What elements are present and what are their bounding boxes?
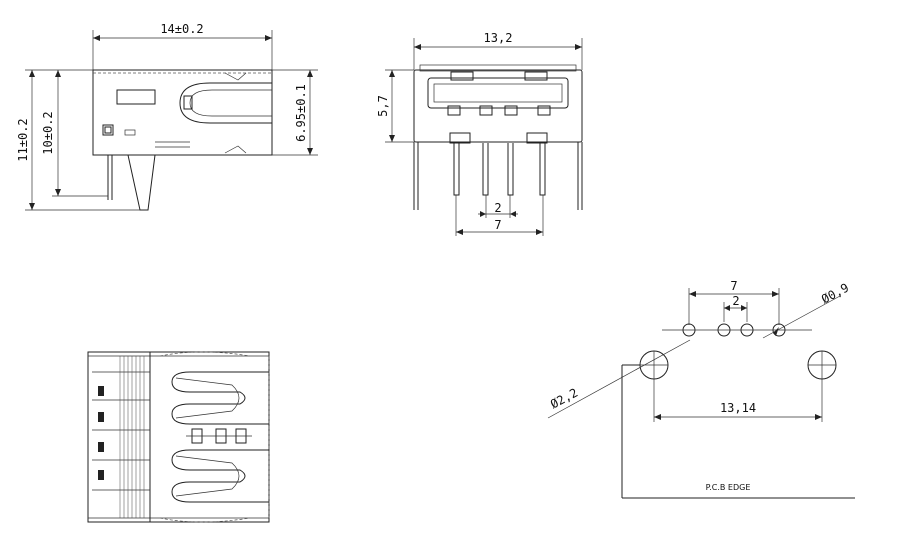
front-span-label: 7 (494, 218, 501, 232)
footprint-span-label: 7 (730, 279, 737, 293)
front-height-label: 5,7 (376, 95, 390, 117)
front-view: 13,2 5,7 (376, 31, 583, 236)
side-inner-height-label: 10±0.2 (41, 111, 55, 154)
side-outer-height-label: 11±0.2 (16, 118, 30, 161)
pcb-footprint: 7 2 Ø0,9 Ø2,2 13,14 (547, 279, 855, 499)
top-view (87, 351, 270, 523)
side-view: 14±0.2 6.95±0.1 (16, 22, 318, 211)
pcb-edge-label: P.C.B EDGE (706, 483, 751, 492)
mount-span-label: 13,14 (720, 401, 756, 415)
side-pin-height-label: 6.95±0.1 (294, 84, 308, 142)
footprint-pitch-label: 2 (732, 294, 739, 308)
front-width-label: 13,2 (484, 31, 513, 45)
large-hole-label: Ø2,2 (548, 386, 580, 412)
side-width-label: 14±0.2 (160, 22, 203, 36)
small-hole-label: Ø0,9 (819, 281, 851, 307)
front-pitch-label: 2 (494, 201, 501, 215)
